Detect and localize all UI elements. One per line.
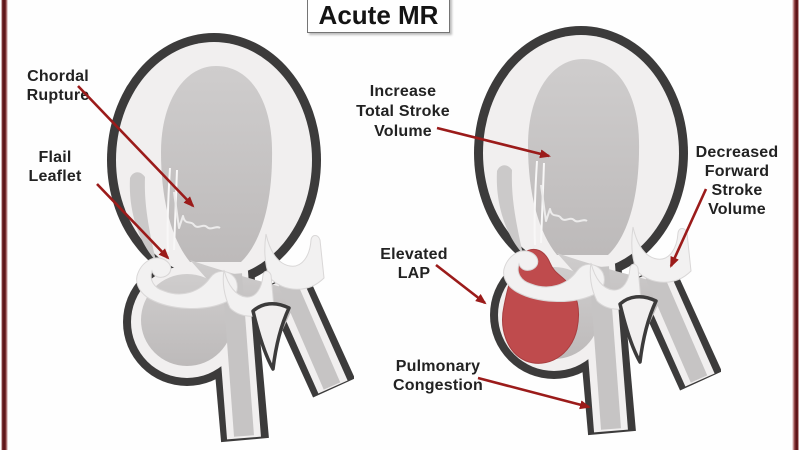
- label-pulmonary-congestion: Pulmonary Congestion: [393, 358, 483, 394]
- left-border-bar: [1, 0, 8, 450]
- decreased-forward-stroke-volume-arrow: [669, 188, 708, 268]
- pulmonary-congestion-arrow: [477, 376, 591, 410]
- elevated-lap-arrow: [435, 263, 487, 305]
- label-increase-total-stroke-volume: Increase Total Stroke Volume: [356, 83, 450, 140]
- label-decreased-forward-stroke-volume: Decreased Forward Stroke Volume: [695, 144, 779, 218]
- flail-leaflet-arrow: [96, 183, 170, 260]
- right-border-bar: [792, 0, 799, 450]
- label-chordal-rupture: Chordal Rupture: [26, 68, 90, 104]
- label-flail-leaflet: Flail Leaflet: [28, 149, 82, 185]
- chordal-rupture-arrow: [77, 85, 195, 208]
- label-elevated-lap: Elevated LAP: [380, 246, 448, 282]
- page-title: Acute MR: [318, 0, 439, 30]
- increase-stroke-volume-arrow: [436, 126, 551, 159]
- title-box: Acute MR: [307, 0, 450, 33]
